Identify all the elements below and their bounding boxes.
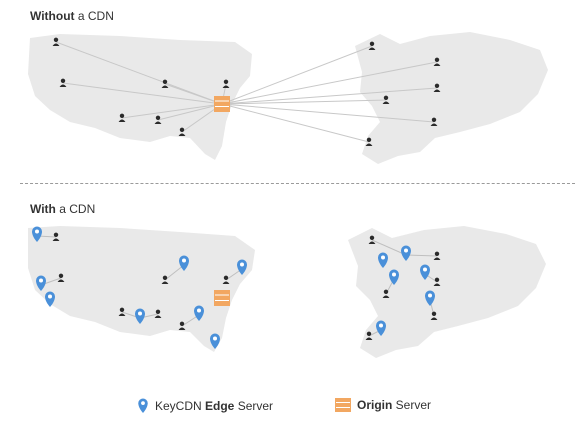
user-icon [222,275,230,284]
user-icon [59,78,67,87]
map-pin-icon [138,398,148,414]
users [52,37,441,146]
user-icon [52,232,60,241]
connection-lines [55,41,438,143]
user-icon [430,311,438,320]
legend-origin-strong: Origin [357,398,393,412]
without-cdn-title-rest: a CDN [74,9,114,23]
user-icon [161,79,169,88]
europe-map [355,32,548,164]
without-cdn-title-strong: Without [30,9,75,23]
user-icon [368,41,376,50]
origin-server [214,290,230,306]
user-icon [433,83,441,92]
user-icon [118,307,126,316]
user-icon [382,289,390,298]
legend-origin-suffix: Server [392,398,432,412]
without-cdn-title: Without a CDN [30,9,114,23]
legend-origin-label: Origin Server [357,398,431,412]
legend-edge-prefix: KeyCDN [155,399,206,413]
usa-map [28,34,252,160]
usa-map [28,226,255,352]
user-icon [52,37,60,46]
section-divider [20,183,575,184]
europe-map [348,226,546,358]
user-icon [161,275,169,284]
user-icon [433,251,441,260]
legend-edge-server: KeyCDN Edge Server [137,398,273,414]
legend-edge-label: KeyCDN Edge Server [155,399,273,413]
user-icon [178,127,186,136]
legend-origin-server: Origin Server [335,398,431,412]
user-icon [118,113,126,122]
user-icon [433,57,441,66]
user-icon [57,273,65,282]
with-cdn-title: With a CDN [30,202,95,216]
legend-edge-strong: Edge [205,399,235,413]
with-cdn-title-rest: a CDN [55,202,96,216]
user-icon [365,137,373,146]
server-stack-icon [335,398,351,412]
user-icon [433,277,441,286]
user-icon [365,331,373,340]
without-cdn-map [28,32,548,164]
user-icon [368,235,376,244]
user-icon [178,321,186,330]
with-cdn-title-strong: With [30,202,56,216]
with-cdn-map [28,226,546,358]
origin-server [214,96,230,112]
user-icon [154,115,162,124]
user-icon [430,117,438,126]
user-icon [154,309,162,318]
users [52,232,441,340]
user-icon [382,95,390,104]
legend-edge-suffix: Server [234,399,274,413]
user-icon [222,79,230,88]
